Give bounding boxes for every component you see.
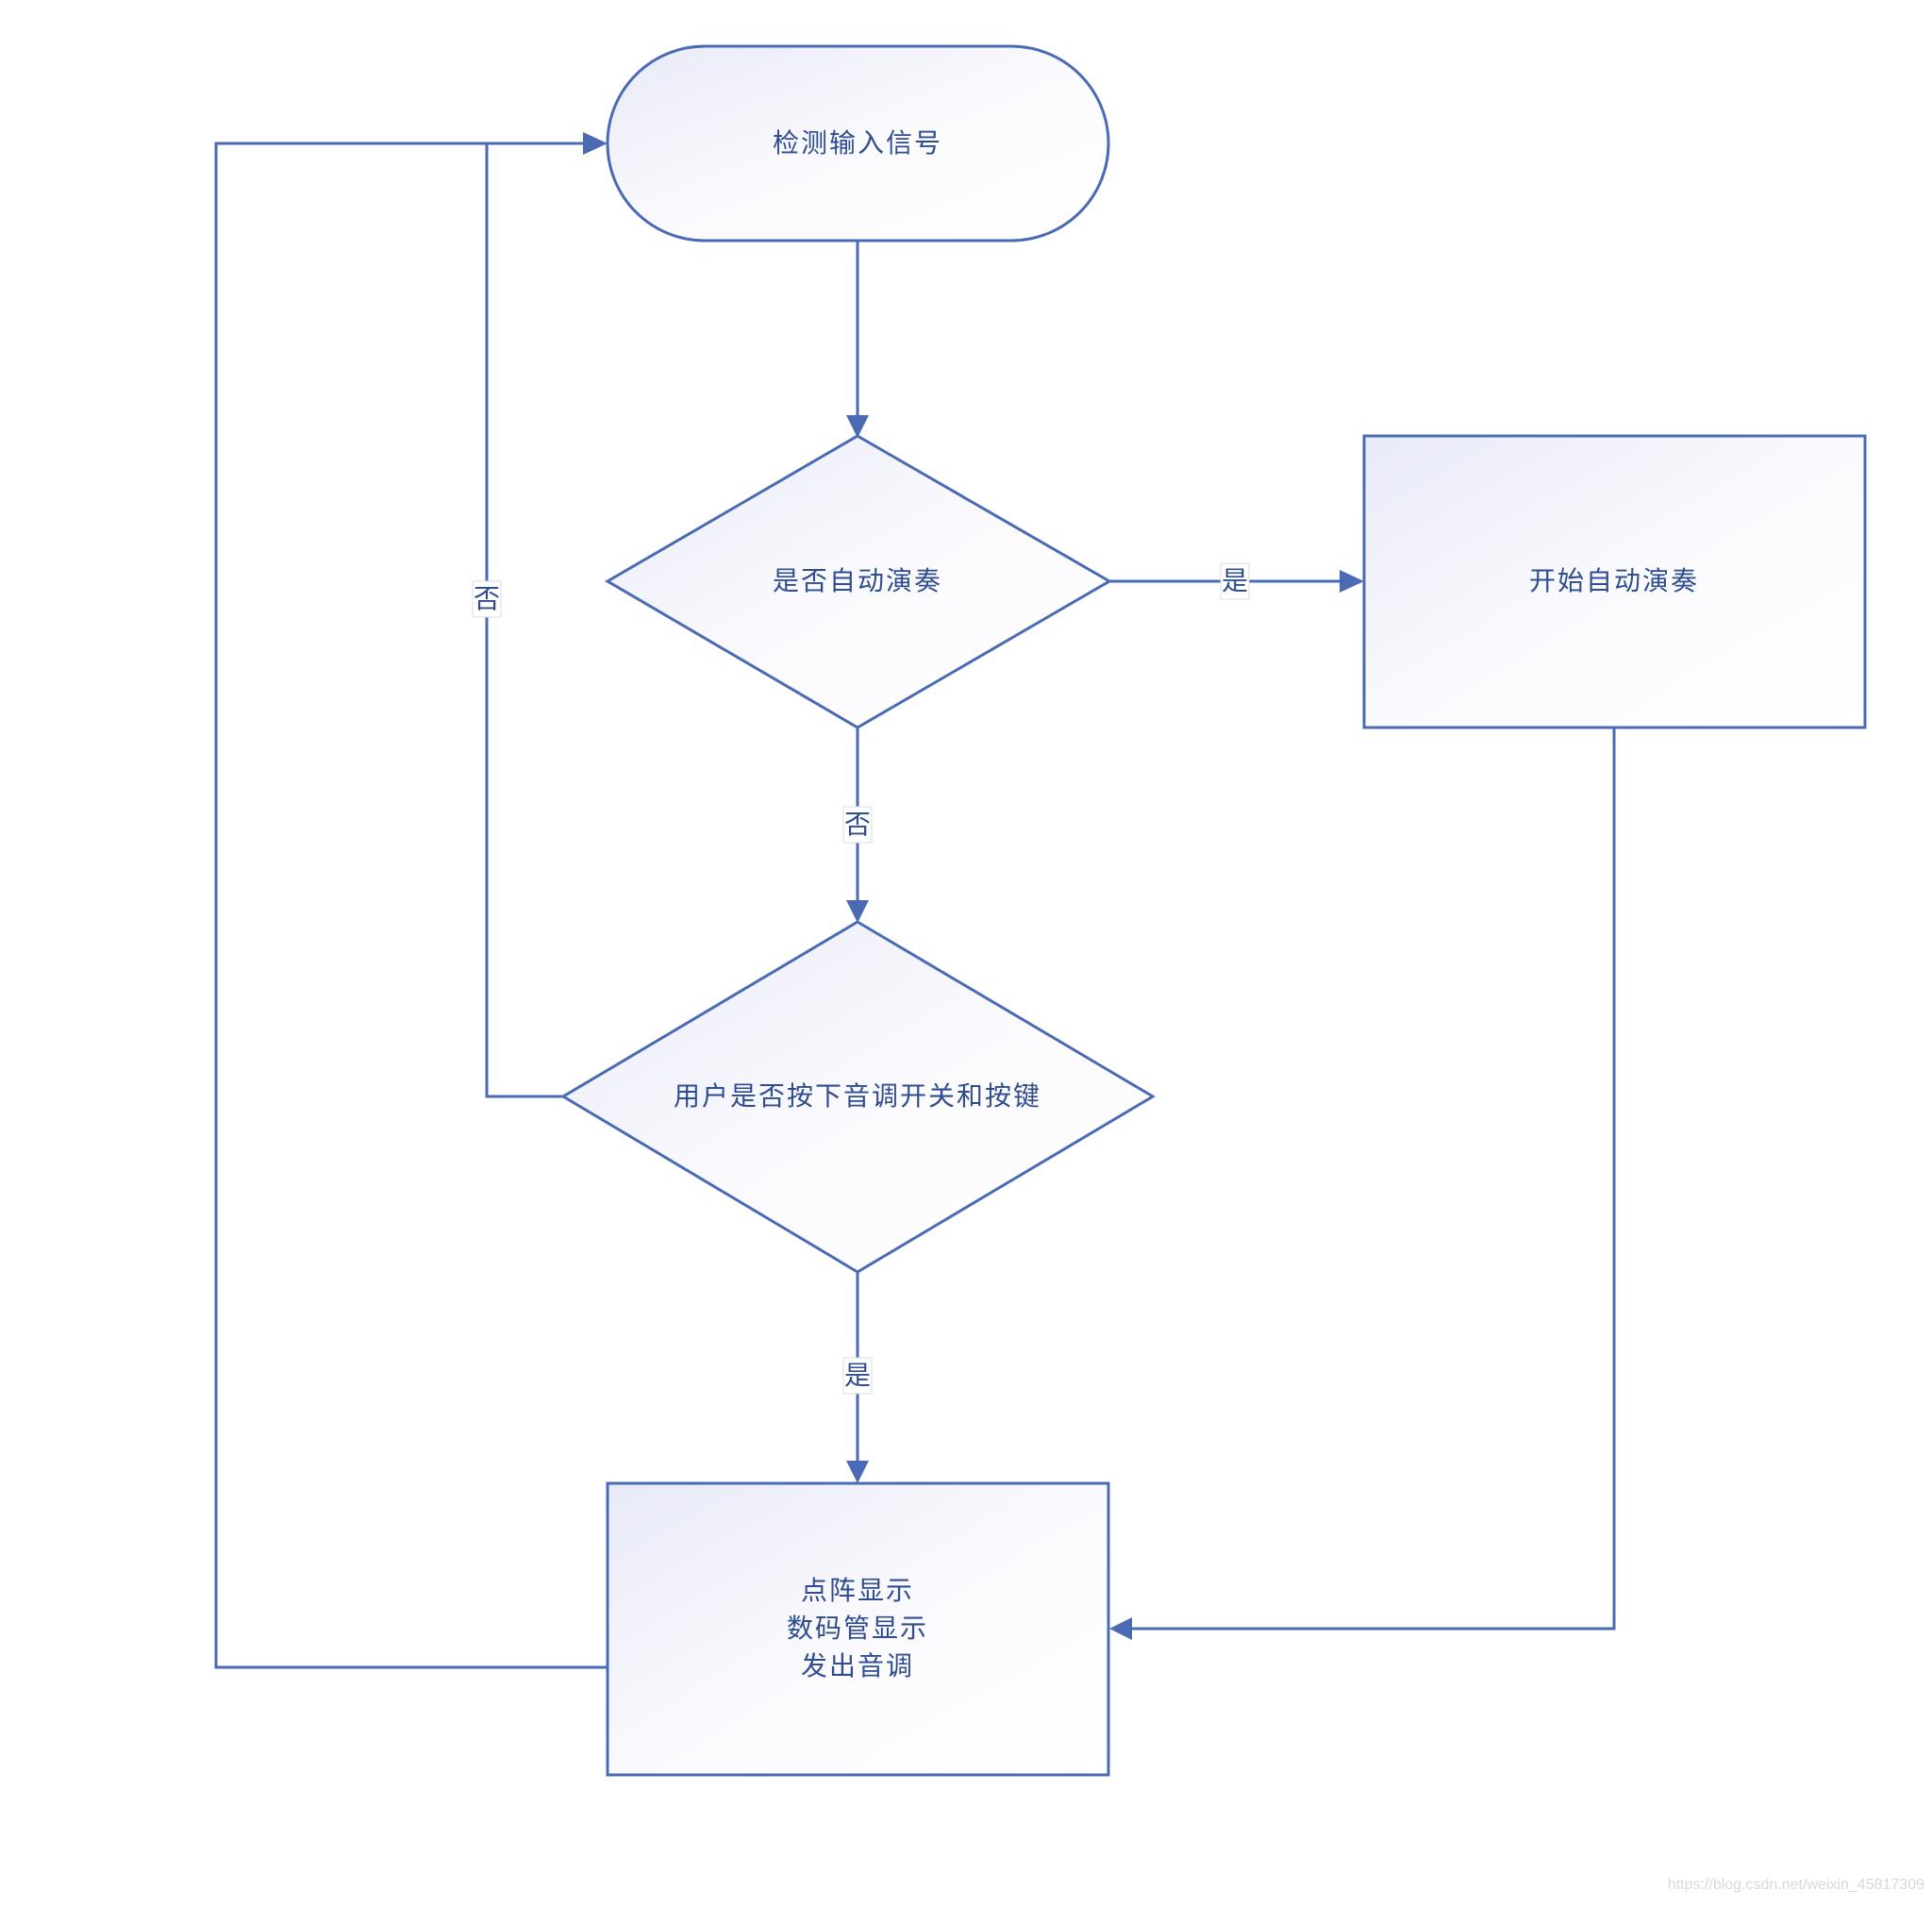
arrowhead-output-top (846, 1461, 869, 1483)
arrowhead-auto-play (1340, 570, 1364, 593)
edge-label-user-yes: 是 (842, 1357, 873, 1395)
svg-text:否: 否 (844, 809, 871, 840)
node-auto-play-label: 开始自动演奏 (1529, 565, 1699, 596)
node-output: 点阵显示 数码管显示 发出音调 (606, 1481, 1110, 1777)
watermark-text: https://blog.csdn.net/weixin_45817309 (1667, 1877, 1924, 1893)
edge-auto-play-to-output (1130, 728, 1616, 1631)
node-output-line-1: 点阵显示 (801, 1575, 914, 1606)
edge-user-no (485, 142, 585, 1098)
arrowhead-start (583, 132, 608, 155)
edge-label-auto-no: 否 (842, 806, 873, 844)
svg-text:是: 是 (1222, 565, 1248, 596)
node-user-decision-label: 用户是否按下音调开关和按键 (674, 1080, 1041, 1112)
node-auto-decision-label: 是否自动演奏 (773, 565, 942, 596)
edge-label-user-no: 否 (472, 580, 502, 618)
edge-label-auto-yes: 是 (1220, 562, 1250, 600)
edge-output-to-start (214, 142, 608, 1669)
svg-text:是: 是 (844, 1360, 871, 1391)
decision-shape (605, 434, 1112, 729)
arrowhead-auto-decision (846, 415, 869, 438)
terminator-shape (606, 44, 1110, 243)
node-start: 检测输入信号 (606, 44, 1110, 243)
process-shape (1362, 434, 1867, 729)
svg-text:否: 否 (474, 583, 500, 614)
node-output-line-3: 发出音调 (801, 1650, 914, 1681)
node-start-label: 检测输入信号 (773, 127, 942, 159)
arrowhead-user-decision (846, 900, 869, 923)
arrowhead-output-right (1109, 1617, 1132, 1640)
node-auto-play: 开始自动演奏 (1362, 434, 1867, 729)
process-shape (606, 1481, 1110, 1777)
decision-shape (560, 920, 1156, 1274)
node-output-line-2: 数码管显示 (787, 1613, 928, 1644)
node-auto-decision: 是否自动演奏 (605, 434, 1112, 729)
node-user-decision: 用户是否按下音调开关和按键 (560, 920, 1156, 1274)
